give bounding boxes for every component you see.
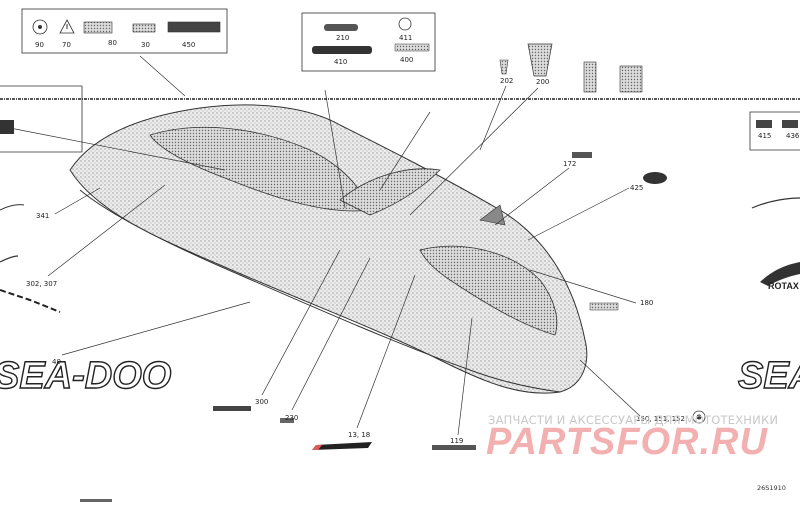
inset-box-right: 415 436 xyxy=(749,111,800,151)
watermark-logo: PARTSFOR.RU xyxy=(486,421,768,463)
watermark-tagline: ЗАПЧАСТИ И АКСЕССУАРЫ ДЛЯ МОТОТЕХНИКИ xyxy=(488,413,779,427)
callout-415: 415 xyxy=(758,132,771,140)
brand-decal-right: SEA-DOO xyxy=(737,354,800,397)
callout-210: 210 xyxy=(336,34,349,42)
callout-30: 30 xyxy=(141,41,150,49)
leader-lines xyxy=(9,55,641,436)
decal-70-icon xyxy=(59,19,75,34)
rotax-decal-right: ROTAX xyxy=(751,197,800,291)
inset-box-center-decals: 210 411 410 400 xyxy=(301,12,436,72)
callout-230: 230 xyxy=(285,414,298,422)
decal-200-icon xyxy=(527,43,553,77)
decal-30-icon xyxy=(132,23,156,33)
callout-180: 180 xyxy=(640,299,653,307)
callout-202: 202 xyxy=(500,77,513,85)
brand-decal-text-left: SEA-DOO xyxy=(0,355,171,397)
decal-400-icon xyxy=(394,43,430,52)
callout-400: 400 xyxy=(400,56,413,64)
decal-sticker-icon xyxy=(692,410,706,424)
decal-410-icon xyxy=(312,46,372,54)
callout-436: 436 xyxy=(786,132,800,140)
inset-box-left xyxy=(0,85,83,153)
callout-172: 172 xyxy=(563,160,576,168)
inset-box-small-decals: 90 70 80 30 450 xyxy=(21,8,228,54)
callout-150-152: 150, 151, 152 xyxy=(636,415,685,423)
decal-119-label-icon xyxy=(432,445,476,450)
callout-411: 411 xyxy=(399,34,412,42)
decal-202-icon xyxy=(499,59,509,75)
callout-119: 119 xyxy=(450,437,463,445)
rotax-text: ROTAX xyxy=(768,281,799,291)
decal-13-stripe-icon xyxy=(312,442,372,450)
decal-model-label-icon xyxy=(572,152,592,158)
decal-230-label-icon xyxy=(280,418,294,423)
callout-200: 200 xyxy=(536,78,549,86)
warning-label-icon xyxy=(583,61,643,93)
callout-341: 341 xyxy=(36,212,49,220)
callout-302-307: 302, 307 xyxy=(26,280,57,288)
callout-410: 410 xyxy=(334,58,347,66)
brand-decal-left: SEA-DOO xyxy=(0,354,172,397)
brand-decal-text-right: SEA-DOO xyxy=(738,355,800,397)
watercraft-illustration xyxy=(69,104,588,394)
callout-450: 450 xyxy=(182,41,195,49)
decal-210-icon xyxy=(324,24,358,31)
decal-90-icon xyxy=(32,19,48,35)
decal-450-icon xyxy=(167,21,221,33)
decal-300-strip-icon xyxy=(213,406,251,411)
decal-180-label-icon xyxy=(589,302,619,311)
callout-425: 425 xyxy=(630,184,643,192)
decal-80-icon xyxy=(83,21,113,34)
callout-80: 80 xyxy=(108,39,117,47)
callout-300: 300 xyxy=(255,398,268,406)
callout-40: 40 xyxy=(52,358,61,366)
decal-411-icon xyxy=(398,17,412,31)
diagram-id: 26S1910 xyxy=(757,484,786,492)
callout-13-18: 13, 18 xyxy=(348,431,370,439)
callout-90: 90 xyxy=(35,41,44,49)
decal-425-icon xyxy=(643,172,667,184)
callout-70: 70 xyxy=(62,41,71,49)
bottom-left-mark xyxy=(80,499,112,502)
stripe-decal-left xyxy=(0,204,61,313)
